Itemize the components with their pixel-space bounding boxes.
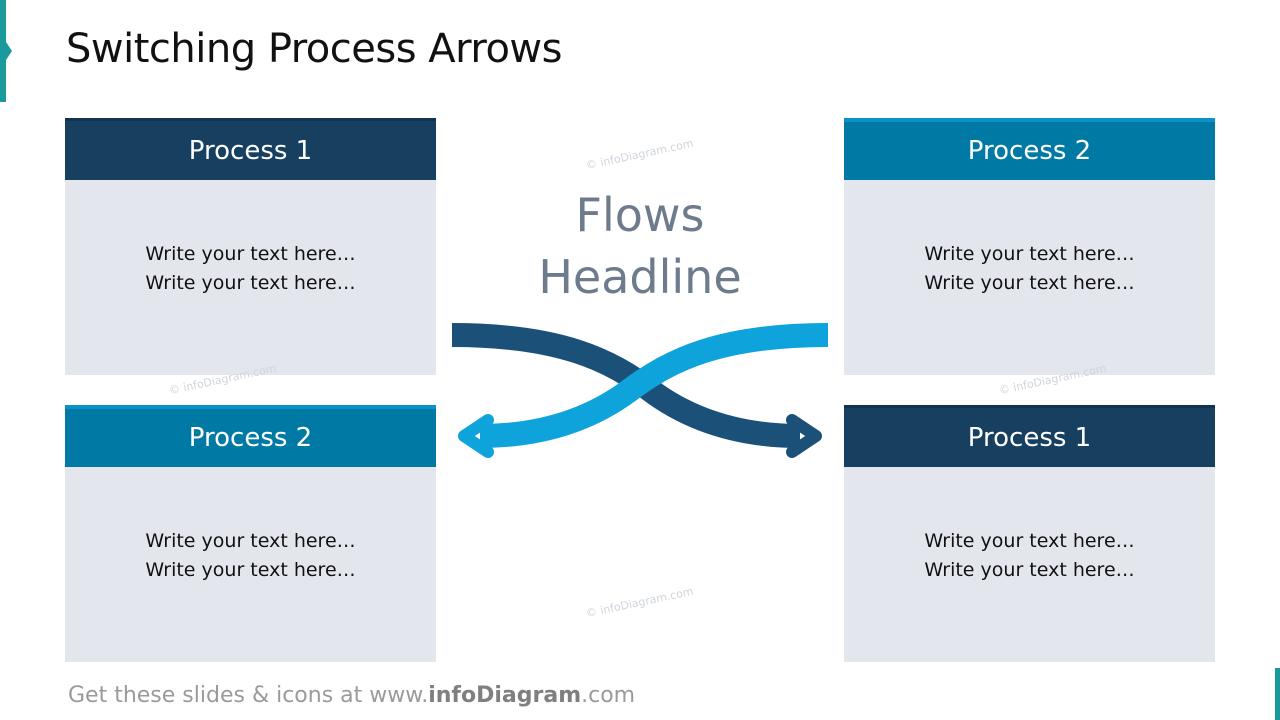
card-header: Process 2 (65, 405, 436, 467)
left-accent-bar (0, 0, 6, 102)
footer-credit: Get these slides & icons at www.infoDiag… (68, 683, 635, 708)
watermark: © infoDiagram.com (584, 136, 695, 173)
switching-arrows (451, 323, 829, 458)
card-text-line: Write your text here… (924, 271, 1135, 294)
right-accent-bar (1275, 668, 1280, 720)
card-top-left: Process 1 Write your text here… Write yo… (65, 118, 436, 375)
card-header: Process 2 (844, 118, 1215, 180)
card-text-line: Write your text here… (145, 242, 356, 265)
watermark: © infoDiagram.com (584, 584, 695, 621)
card-body: Write your text here… Write your text he… (65, 180, 436, 375)
card-body: Write your text here… Write your text he… (65, 467, 436, 662)
card-top-right: Process 2 Write your text here… Write yo… (844, 118, 1215, 375)
card-body: Write your text here… Write your text he… (844, 467, 1215, 662)
card-text-line: Write your text here… (145, 271, 356, 294)
card-text-line: Write your text here… (924, 529, 1135, 552)
footer-suffix: .com (581, 683, 636, 708)
accent-notch (6, 42, 12, 60)
footer-brand: infoDiagram (428, 683, 582, 708)
card-text-line: Write your text here… (924, 242, 1135, 265)
flows-headline: Flows Headline (500, 184, 780, 308)
headline-line: Headline (538, 250, 742, 304)
card-bottom-left: Process 2 Write your text here… Write yo… (65, 405, 436, 662)
card-body: Write your text here… Write your text he… (844, 180, 1215, 375)
footer-prefix: Get these slides & icons at www. (68, 683, 429, 708)
card-header: Process 1 (65, 118, 436, 180)
card-text-line: Write your text here… (924, 558, 1135, 581)
slide-title: Switching Process Arrows (66, 26, 562, 72)
card-header: Process 1 (844, 405, 1215, 467)
light-arrow (458, 323, 829, 458)
card-text-line: Write your text here… (145, 558, 356, 581)
card-bottom-right: Process 1 Write your text here… Write yo… (844, 405, 1215, 662)
card-text-line: Write your text here… (145, 529, 356, 552)
headline-line: Flows (575, 188, 705, 242)
